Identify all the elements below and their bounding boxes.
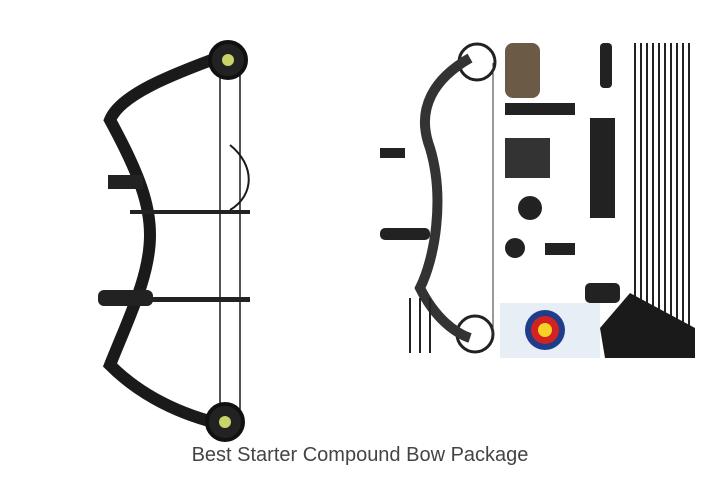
- arm-guard: [505, 43, 540, 98]
- bow-case: [600, 293, 695, 358]
- targets: [500, 303, 600, 358]
- arrows: [409, 43, 690, 353]
- sight: [108, 175, 143, 189]
- quiver: [505, 103, 575, 115]
- stabilizer: [98, 290, 153, 306]
- bow-package-kit-image: [380, 42, 695, 358]
- bow-limbs-riser: [102, 49, 228, 431]
- image-caption: Best Starter Compound Bow Package: [191, 444, 529, 466]
- arrow-rest: [130, 210, 250, 214]
- sight-kit: [518, 196, 542, 220]
- bow-kit-bow: [380, 42, 497, 354]
- compound-bow-image: [98, 40, 250, 442]
